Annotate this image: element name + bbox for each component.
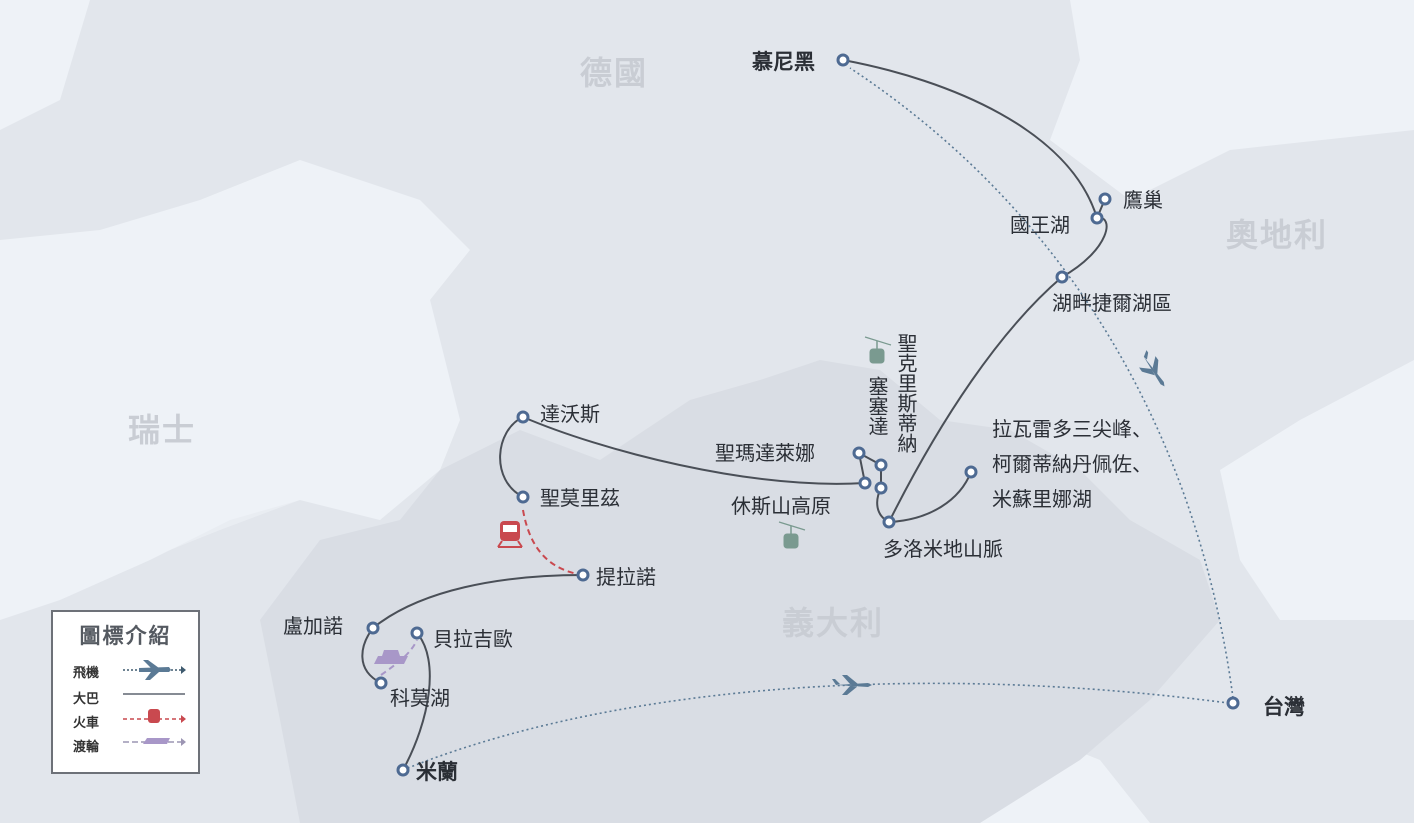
node-lakeside <box>1055 270 1069 284</box>
label-lakeside: 湖畔捷爾湖區 <box>1052 291 1172 315</box>
country-switzerland: 瑞士 <box>128 411 197 449</box>
route-nodes <box>366 53 1240 777</box>
label-dolomites: 多洛米地山脈 <box>883 537 1003 561</box>
bus-routes <box>361 59 1108 771</box>
bus-milan-bellagio <box>402 632 431 771</box>
legend-title: 圖標介紹 <box>79 624 172 648</box>
label-taiwan: 台灣 <box>1263 695 1305 719</box>
country-germany: 德國 <box>580 54 649 92</box>
label-milan: 米蘭 <box>416 760 458 784</box>
node-tirano <box>576 568 590 582</box>
node-como <box>374 676 388 690</box>
node-seiser <box>858 476 872 490</box>
italy-region <box>260 360 1220 823</box>
label-seiser-alm: 休斯山高原 <box>731 494 831 518</box>
label-davos: 達沃斯 <box>540 402 600 426</box>
airplane-icon <box>832 675 872 695</box>
legend-symbols <box>123 660 186 746</box>
node-taiwan <box>1226 696 1240 710</box>
node-seceda <box>874 458 888 472</box>
label-seceda: 塞塞達 <box>865 376 889 436</box>
legend-label-train: 火車 <box>73 716 100 731</box>
bus-stmoritz-davos-seiser <box>499 415 866 498</box>
flight-routes <box>402 67 1234 771</box>
label-lugano: 盧加諾 <box>283 614 343 638</box>
node-konigssee <box>1090 211 1104 225</box>
label-como: 科莫湖 <box>390 686 450 710</box>
train-icon <box>497 521 523 548</box>
node-st-moritz <box>516 490 530 504</box>
label-konigssee: 國王湖 <box>1010 213 1070 237</box>
label-tre-cime-3: 米蘇里娜湖 <box>992 487 1092 511</box>
node-munich <box>836 53 850 67</box>
bus-dolomites-lakeside <box>888 276 1063 523</box>
node-eagles-nest <box>1098 192 1112 206</box>
label-st-maddalena: 聖瑪達萊娜 <box>715 441 815 465</box>
country-austria: 奧地利 <box>1226 216 1329 254</box>
label-munich: 慕尼黑 <box>752 50 815 74</box>
airplane-icon <box>1139 350 1165 387</box>
cable-car-icon <box>864 336 892 364</box>
legend-label-ferry: 渡輪 <box>73 740 100 755</box>
node-bellagio <box>410 626 424 640</box>
label-bellagio: 貝拉吉歐 <box>433 627 513 651</box>
train-route <box>522 509 584 576</box>
legend-label-flight: 飛機 <box>73 666 100 681</box>
bus-como-lugano-tirano <box>361 574 584 684</box>
node-dolomites <box>882 515 896 529</box>
legend: 圖標介紹 飛機 大巴 火車 渡輪 <box>51 610 200 774</box>
ferry-icon <box>374 650 408 664</box>
legend-train-symbol <box>123 709 186 723</box>
flight-milan-taiwan <box>402 682 1229 771</box>
legend-ferry-symbol <box>123 738 186 746</box>
label-st-moritz: 聖莫里茲 <box>540 486 620 510</box>
bus-munich <box>842 59 1098 219</box>
label-st-christina: 聖克里斯蒂納 <box>894 333 918 453</box>
flight-taiwan-munich <box>849 67 1234 699</box>
node-davos <box>516 410 530 424</box>
label-tre-cime-1: 拉瓦雷多三尖峰、 <box>992 417 1152 441</box>
node-st-maddalena <box>852 446 866 460</box>
cable-car-icon <box>778 521 806 549</box>
node-milan <box>396 763 410 777</box>
label-tirano: 提拉諾 <box>596 565 656 589</box>
node-tre-cime <box>964 465 978 479</box>
label-eagles-nest: 鷹巢 <box>1123 188 1163 212</box>
swiss-region <box>0 170 460 610</box>
legend-label-bus: 大巴 <box>73 692 100 707</box>
country-italy: 義大利 <box>782 604 885 642</box>
label-tre-cime-2: 柯爾蒂納丹佩佐、 <box>992 452 1152 476</box>
legend-flight-symbol <box>123 660 186 680</box>
node-lugano <box>366 621 380 635</box>
node-st-christina <box>874 481 888 495</box>
